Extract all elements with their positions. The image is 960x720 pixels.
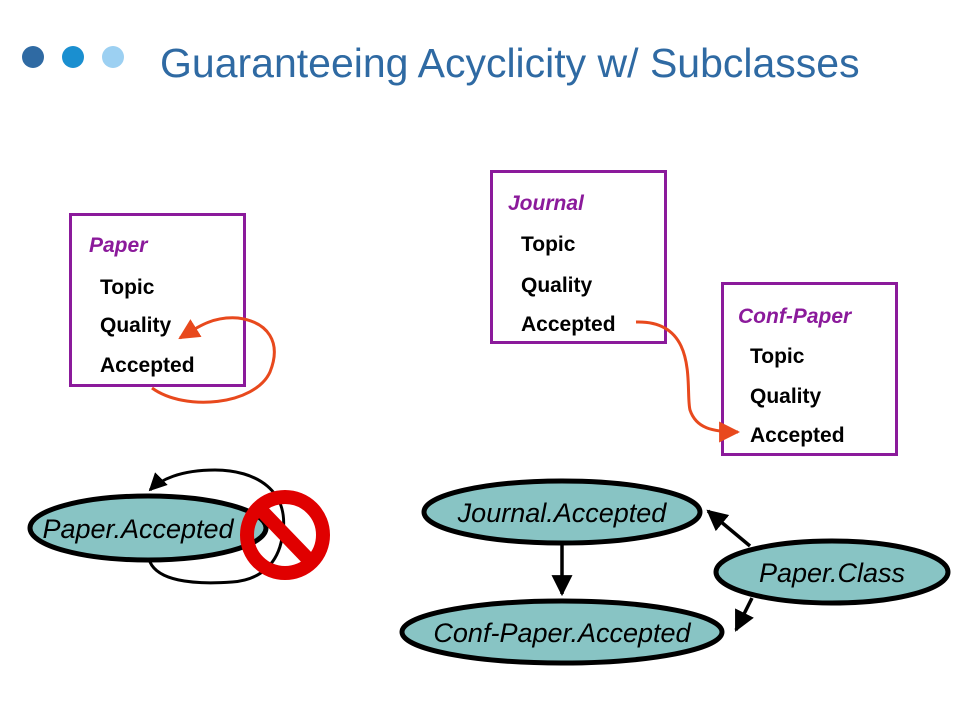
journal-to-conf-paper-arrow bbox=[635, 320, 741, 443]
conf-paper-class-box: Conf-Paper Topic Quality Accepted bbox=[721, 282, 898, 456]
attribute-quality: Quality bbox=[521, 274, 593, 297]
journal-accepted-node bbox=[421, 478, 703, 546]
paper-accepted-self-loop-lower bbox=[148, 537, 284, 585]
bullet-dot bbox=[62, 46, 84, 68]
paper-accepted-self-loop bbox=[148, 468, 286, 539]
slide-bullet-dots bbox=[20, 46, 140, 76]
class-name: Journal bbox=[508, 192, 584, 215]
slide-title: Guaranteeing Acyclicity w/ Subclasses bbox=[160, 40, 860, 86]
attribute-accepted: Accepted bbox=[521, 313, 616, 336]
bullet-dot bbox=[22, 46, 44, 68]
class-name: Conf-Paper bbox=[738, 305, 852, 328]
class-name: Paper bbox=[89, 234, 148, 257]
bullet-dot bbox=[102, 46, 124, 68]
journal-class-box: Journal Topic Quality Accepted bbox=[490, 170, 667, 344]
attribute-accepted: Accepted bbox=[750, 424, 845, 447]
prohibited-cycle-icon bbox=[240, 490, 330, 580]
paper-class-node bbox=[713, 538, 951, 606]
paper-class-to-conf-paper-edge bbox=[734, 597, 754, 632]
paper-accepted-node bbox=[27, 493, 269, 563]
attribute-quality: Quality bbox=[100, 314, 172, 337]
attribute-topic: Topic bbox=[521, 233, 576, 256]
paper-class-box: Paper Topic Quality Accepted bbox=[69, 213, 246, 387]
attribute-accepted: Accepted bbox=[100, 354, 195, 377]
attribute-topic: Topic bbox=[100, 276, 155, 299]
paper-accepted-label: Paper.Accepted bbox=[42, 514, 234, 544]
paper-class-label: Paper.Class bbox=[759, 558, 905, 588]
conf-paper-accepted-node bbox=[399, 598, 725, 666]
attribute-topic: Topic bbox=[750, 345, 805, 368]
conf-paper-accepted-label: Conf-Paper.Accepted bbox=[433, 618, 691, 648]
paper-self-dependency-arrow bbox=[151, 316, 276, 404]
attribute-quality: Quality bbox=[750, 385, 822, 408]
journal-accepted-label: Journal.Accepted bbox=[457, 498, 668, 528]
paper-class-to-journal-edge bbox=[706, 509, 752, 548]
